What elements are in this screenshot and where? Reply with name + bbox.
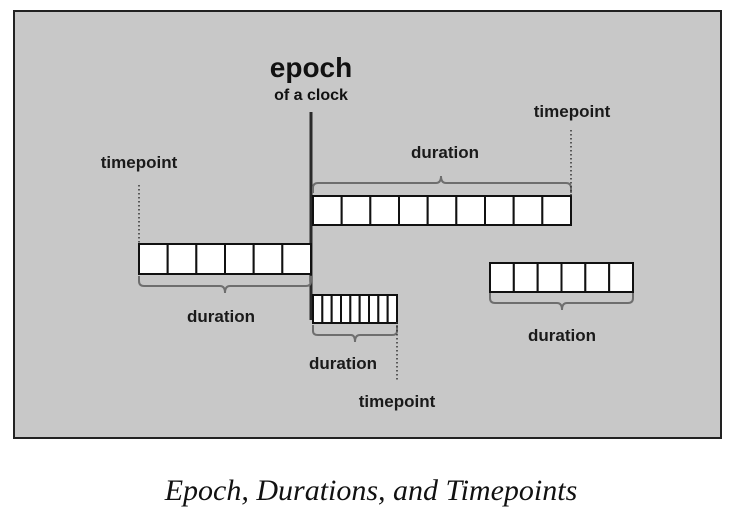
left-duration-brace [138, 276, 312, 294]
top-bar-group: duration timepoint [312, 102, 611, 226]
small-bar-cell [321, 294, 333, 324]
right-duration-brace [489, 293, 634, 311]
small-bar-cell [340, 294, 352, 324]
right-bar-cell [608, 262, 634, 293]
top-bar-cell [369, 195, 400, 226]
top-bar-cell [455, 195, 486, 226]
small-bar-cell [349, 294, 361, 324]
left-bar [138, 243, 312, 275]
left-bar-cell [138, 243, 169, 275]
small-bar-cell [358, 294, 371, 324]
left-timepoint-label: timepoint [101, 153, 178, 172]
top-bar-cell [484, 195, 515, 226]
small-bar-cell [377, 294, 389, 324]
top-bar-cell [312, 195, 343, 226]
left-duration-label: duration [187, 307, 255, 326]
small-bar-cell [368, 294, 380, 324]
epoch-title: epoch [270, 52, 352, 83]
small-duration-label: duration [309, 354, 377, 373]
top-bar-cell [340, 195, 372, 226]
top-bar-cell [512, 195, 544, 226]
right-bar-cell [560, 262, 587, 293]
small-bar-cell [330, 294, 343, 324]
top-bar-cell [426, 195, 458, 226]
small-timepoint-label: timepoint [359, 392, 436, 411]
small-bar-cell [386, 294, 399, 324]
epoch-marker: epoch of a clock [270, 52, 352, 320]
right-bar-cell [584, 262, 611, 293]
epoch-subtitle: of a clock [274, 87, 348, 104]
right-bar-cell [489, 262, 515, 293]
small-bar-group: duration timepoint [309, 294, 436, 411]
top-bar [312, 195, 573, 226]
right-bar [489, 262, 634, 293]
left-bar-cell [224, 243, 255, 275]
top-timepoint-label: timepoint [534, 102, 611, 121]
right-duration-label: duration [528, 326, 596, 345]
right-bar-cell [536, 262, 563, 293]
left-bar-group: timepoint duration [101, 153, 312, 326]
left-bar-cell [166, 243, 198, 275]
small-bar-cell [312, 294, 324, 324]
right-bar-cell [512, 262, 539, 293]
top-bar-cell [541, 195, 573, 226]
figure-caption: Epoch, Durations, and Timepoints [164, 474, 578, 507]
left-bar-cell [281, 243, 312, 275]
small-bar [312, 294, 399, 324]
right-bar-group: duration [489, 262, 634, 345]
left-bar-cell [195, 243, 227, 275]
top-bar-cell [398, 195, 429, 226]
small-duration-brace [312, 325, 398, 343]
top-duration-label: duration [411, 143, 479, 162]
left-bar-cell [252, 243, 284, 275]
top-duration-brace [312, 175, 572, 193]
